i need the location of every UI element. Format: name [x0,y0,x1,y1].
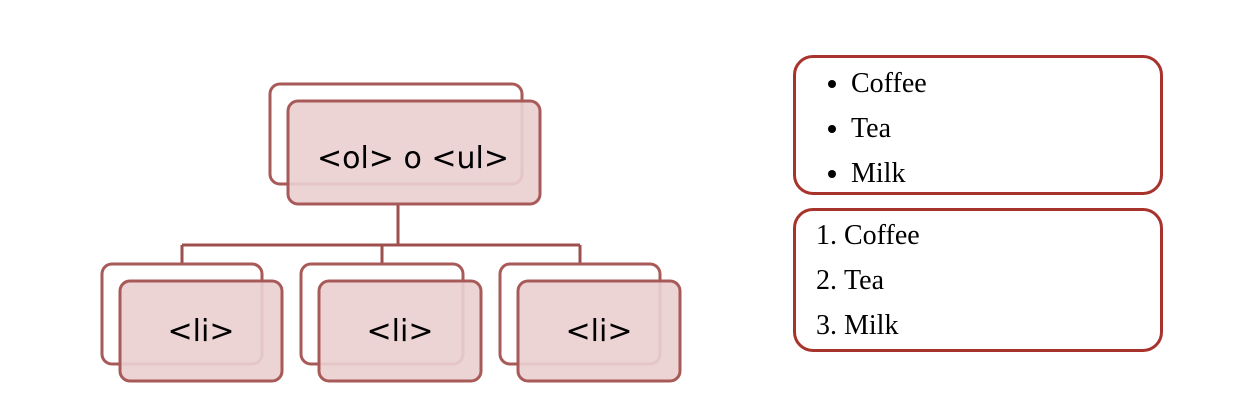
unordered-list-item: Milk [851,151,1160,196]
root-node: <ol> o <ul> [268,82,542,206]
ordered-list: Coffee Tea Milk [796,213,1160,348]
unordered-list-item: Coffee [851,61,1160,106]
ordered-list-item: Milk [844,303,1160,348]
child-node-2-label: <li> [367,314,434,349]
child-node-3-front [516,279,682,383]
child-node-3: <li> [498,262,682,383]
unordered-list-item: Tea [851,106,1160,151]
unordered-list: Coffee Tea Milk [796,61,1160,196]
child-node-1: <li> [100,262,284,383]
ordered-list-item: Tea [844,258,1160,303]
child-node-2-front [317,279,483,383]
tree-diagram: <ol> o <ul> <li> <li> <li> [100,82,682,383]
child-node-2: <li> [299,262,483,383]
child-node-1-label: <li> [168,314,235,349]
ordered-list-item: Coffee [844,213,1160,258]
child-node-1-front [118,279,284,383]
root-node-front [286,99,542,206]
tree-connectors [180,205,582,263]
child-node-3-label: <li> [566,314,633,349]
unordered-list-example: Coffee Tea Milk [793,55,1163,195]
ordered-list-example: Coffee Tea Milk [793,208,1163,352]
root-node-label: <ol> o <ul> [317,141,509,176]
